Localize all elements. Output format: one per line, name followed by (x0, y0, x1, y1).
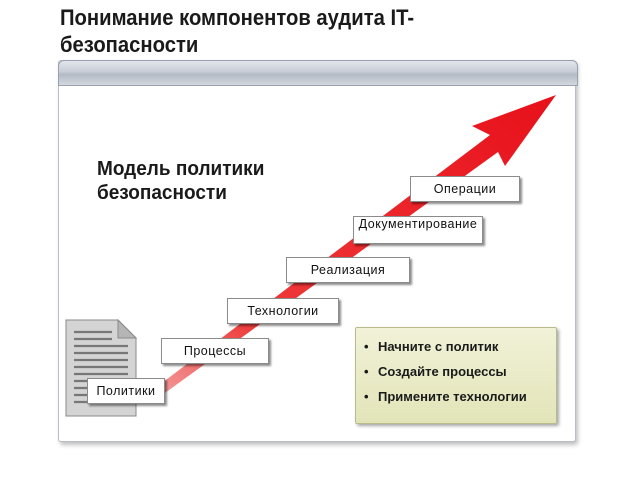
bullet-text: Начните с политик (378, 339, 499, 354)
panel-header-bar (58, 60, 578, 86)
bullet-icon: • (364, 389, 369, 404)
model-title: Модель политики безопасности (97, 158, 265, 204)
bullet-text: Примените технологии (378, 389, 527, 404)
bullet-icon: • (364, 364, 369, 379)
bullet-item: • Примените технологии (364, 384, 556, 409)
bullet-icon: • (364, 339, 369, 354)
step-implementation: Реализация (286, 257, 410, 283)
bullet-text: Создайте процессы (378, 364, 507, 379)
bullet-box: • Начните с политик • Создайте процессы • П… (355, 327, 557, 424)
step-operations: Операции (410, 176, 520, 202)
bullet-item: • Создайте процессы (364, 359, 556, 384)
step-processes: Процессы (161, 338, 269, 364)
step-policies: Политики (87, 378, 165, 404)
step-documentation: Документирование (353, 216, 483, 244)
bullet-item: • Начните с политик (364, 334, 556, 359)
slide-title: Понимание компонентов аудита IT- безопас… (60, 5, 415, 57)
step-technologies: Технологии (227, 298, 339, 324)
